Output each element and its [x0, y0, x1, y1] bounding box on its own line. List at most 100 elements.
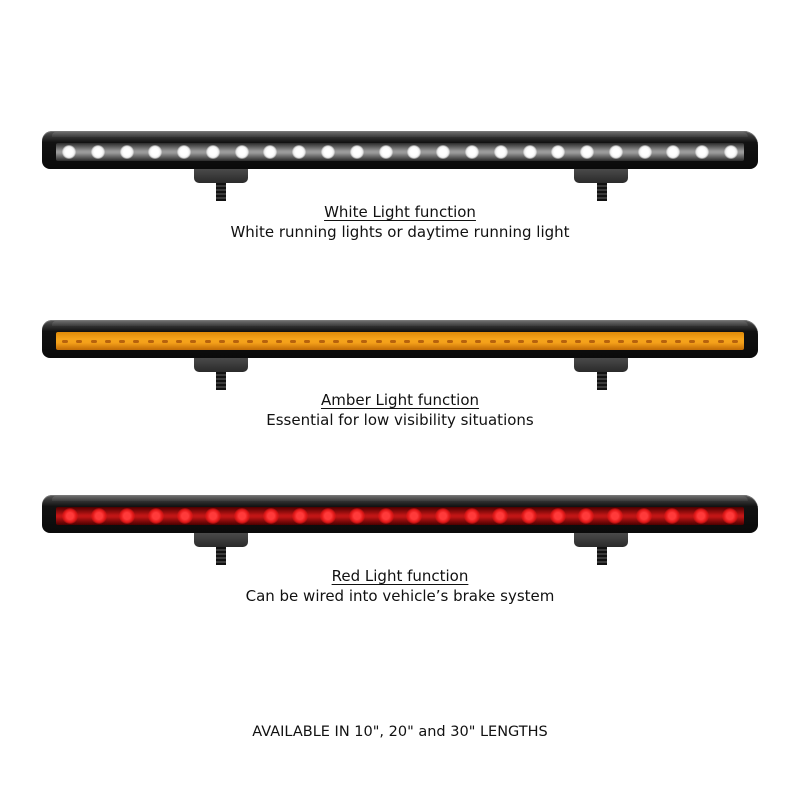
led-icon: [262, 508, 279, 524]
led-icon: [432, 339, 439, 343]
left-mount-bracket: [194, 169, 248, 183]
left-mount-bracket: [194, 358, 248, 372]
led-icon: [348, 508, 365, 524]
white-description: White running lights or daytime running …: [230, 223, 570, 241]
left-mount-bolt: [216, 372, 226, 390]
led-icon: [292, 145, 307, 159]
led-icon: [721, 508, 738, 524]
led-icon: [361, 339, 368, 343]
led-icon: [148, 508, 165, 524]
led-icon: [607, 508, 624, 524]
led-icon: [503, 339, 510, 343]
left-mount-bracket: [194, 533, 248, 547]
led-icon: [434, 508, 451, 524]
led-icon: [404, 339, 410, 343]
led-icon: [646, 339, 653, 343]
led-icon: [218, 339, 225, 343]
led-icon: [603, 339, 610, 343]
led-icon: [377, 508, 394, 524]
led-icon: [261, 339, 268, 343]
led-icon: [177, 145, 192, 159]
led-icon: [161, 339, 168, 343]
led-icon: [589, 339, 596, 343]
led-icon: [76, 339, 83, 343]
led-icon: [148, 145, 163, 159]
led-icon: [205, 508, 222, 524]
led-icon: [90, 145, 105, 159]
led-icon: [461, 339, 467, 343]
led-icon: [666, 145, 681, 159]
amber-caption: Amber Light function Essential for low v…: [0, 390, 800, 430]
bar-housing: [42, 320, 758, 358]
right-mount-bolt: [597, 372, 607, 390]
led-icon: [119, 339, 125, 343]
led-icon: [407, 145, 422, 159]
led-icon: [608, 145, 623, 159]
led-icon: [492, 508, 509, 524]
right-mount-bracket: [574, 533, 628, 547]
led-icon: [290, 339, 296, 343]
led-icon: [375, 339, 382, 343]
right-mount-bracket: [574, 358, 628, 372]
led-icon: [62, 339, 68, 343]
led-icon: [617, 339, 624, 343]
led-icon: [190, 339, 197, 343]
led-icon: [247, 339, 254, 343]
led-icon: [489, 339, 496, 343]
led-icon: [318, 339, 325, 343]
led-icon: [176, 508, 193, 524]
led-icon: [320, 508, 337, 524]
right-mount-bracket: [574, 169, 628, 183]
right-mount-bolt: [597, 547, 607, 565]
led-icon: [546, 339, 553, 343]
bar-housing: [42, 131, 758, 169]
led-icon: [233, 339, 239, 343]
led-icon: [632, 339, 638, 343]
led-icon: [204, 339, 211, 343]
led-icon: [463, 508, 480, 524]
led-icon: [263, 145, 278, 159]
led-icon: [532, 339, 539, 343]
left-mount-bolt: [216, 183, 226, 201]
led-icon: [551, 145, 566, 159]
led-icon: [234, 508, 251, 524]
red-description: Can be wired into vehicle’s brake system: [245, 587, 555, 605]
led-icon: [518, 339, 524, 343]
led-icon: [703, 339, 710, 343]
right-mount-bolt: [597, 183, 607, 201]
led-icon: [347, 339, 353, 343]
led-icon: [578, 508, 595, 524]
led-icon: [475, 339, 482, 343]
led-icon: [378, 145, 393, 159]
led-icon: [693, 508, 710, 524]
red-light-bar: [40, 495, 760, 565]
led-icon: [664, 508, 681, 524]
led-icon: [176, 339, 182, 343]
led-icon: [406, 508, 423, 524]
led-icon: [446, 339, 453, 343]
led-icon: [549, 508, 566, 524]
led-icon: [560, 339, 567, 343]
led-icon: [321, 145, 336, 159]
bar-housing: [42, 495, 758, 533]
led-lens: [56, 143, 744, 161]
led-icon: [234, 145, 249, 159]
white-title: White Light function: [324, 203, 476, 221]
led-icon: [674, 339, 681, 343]
led-icon: [104, 339, 111, 343]
led-icon: [635, 508, 652, 524]
led-icon: [717, 339, 724, 343]
led-icon: [493, 145, 508, 159]
led-lens: [56, 332, 744, 350]
led-icon: [62, 145, 76, 159]
led-icon: [291, 508, 308, 524]
led-icon: [575, 339, 581, 343]
left-mount-bolt: [216, 547, 226, 565]
red-caption: Red Light function Can be wired into veh…: [0, 566, 800, 606]
led-icon: [275, 339, 282, 343]
led-icon: [389, 339, 396, 343]
led-icon: [349, 145, 364, 159]
led-icon: [436, 145, 451, 159]
led-icon: [205, 145, 220, 159]
led-icon: [332, 339, 339, 343]
